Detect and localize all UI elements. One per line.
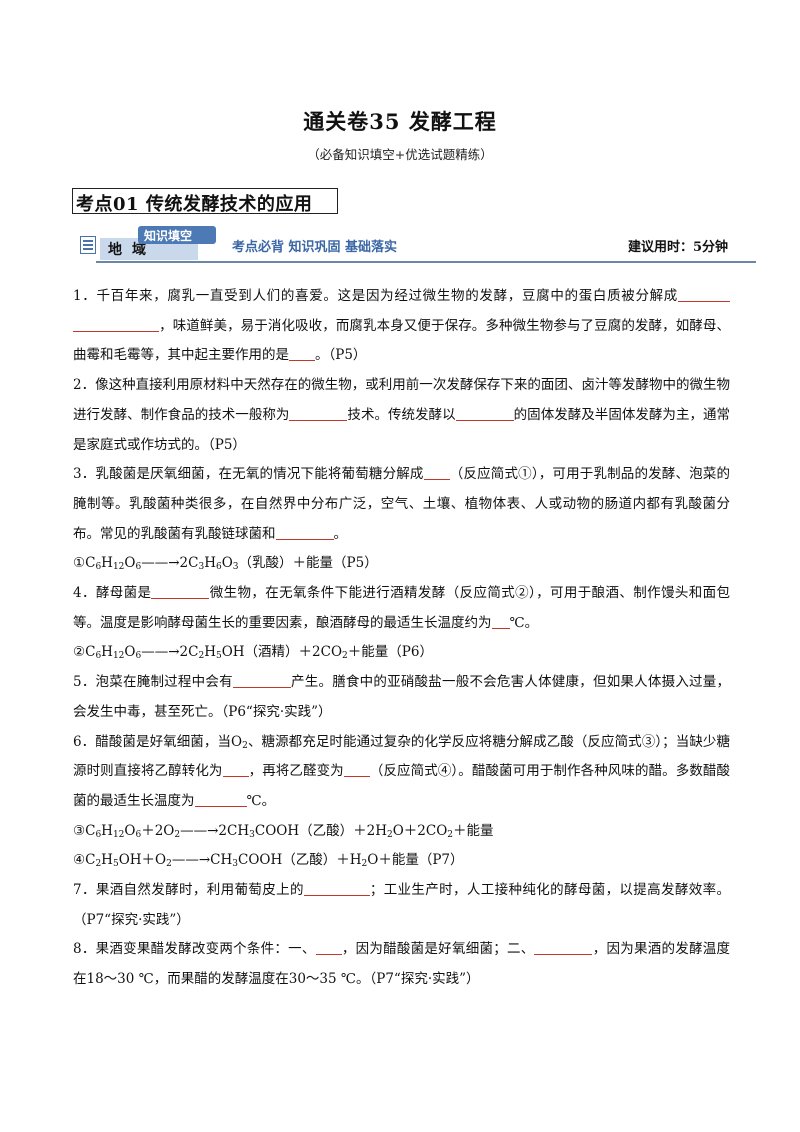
formula-4: ④C2H5OH＋O2——→CH3COOH（乙酸）＋H2O＋能量（P7） xyxy=(73,852,464,870)
answer-blank[interactable] xyxy=(73,319,159,332)
question-5: 5．泡菜在腌制过程中会有产生。膳食中的亚硝酸盐一般不会危害人体健康，但如果人体摄… xyxy=(73,674,731,720)
formula-1: ①C6H12O6——→2C3H6O3（乳酸）＋能量（P5） xyxy=(73,555,378,573)
answer-blank[interactable] xyxy=(455,408,514,421)
question-3: 3．乳酸菌是厌氧细菌，在无氧的情况下能将葡萄糖分解成（反应简式①），可用于乳制品… xyxy=(73,466,731,542)
answer-blank[interactable] xyxy=(303,883,370,897)
banner-rule xyxy=(96,261,756,263)
banner-tag-light: 知识填空 xyxy=(138,226,216,244)
section-heading-box: 考点01 传统发酵技术的应用 xyxy=(72,188,338,215)
answer-blank[interactable] xyxy=(275,527,334,540)
question-list: 1．千百年来，腐乳一直受到人们的喜爱。这是因为经过微生物的发酵，豆腐中的蛋白质被… xyxy=(73,282,730,995)
banner-tag-dark-label: 地域 xyxy=(108,242,156,258)
suggested-time: 建议用时：5分钟 xyxy=(627,240,728,255)
answer-blank[interactable] xyxy=(289,348,315,362)
question-6: 6．醋酸菌是好氧细菌，当O2、糖源都充足时能通过复杂的化学反应将糖分解成乙酸（反… xyxy=(73,733,731,809)
answer-blank[interactable] xyxy=(289,408,348,421)
formula-3: ③C6H12O6＋2O2——→2CH3COOH（乙酸）＋2H2O＋2CO2＋能量 xyxy=(73,822,494,840)
document-subtitle: （必备知识填空+优选试题精练） xyxy=(307,147,493,162)
question-7: 7．果酒自然发酵时，利用葡萄皮上的；工业生产时，人工接种纯化的酵母菌，以提高发酵… xyxy=(73,882,730,928)
answer-blank[interactable] xyxy=(315,942,342,956)
question-4: 4．酵母菌是微生物，在无氧条件下能进行酒精发酵（反应简式②），可用于酿酒、制作馒… xyxy=(73,585,731,631)
answer-blank[interactable] xyxy=(232,675,291,689)
answer-blank[interactable] xyxy=(678,289,730,302)
question-2: 2．像这种直接利用原材料中天然存在的微生物，或利用前一次发酵保存下来的面团、卤汁… xyxy=(73,377,731,453)
document-title: 通关卷35 发酵工程 xyxy=(303,109,497,134)
book-icon xyxy=(80,236,96,254)
question-8: 8．果酒变果醋发酵改变两个条件：一、，因为醋酸菌是好氧细菌；二、，因为果酒的发酵… xyxy=(73,941,731,988)
banner-tag-light-label: 知识填空 xyxy=(144,229,193,243)
section-heading: 考点01 传统发酵技术的应用 xyxy=(76,194,313,215)
answer-blank[interactable] xyxy=(534,942,593,956)
answer-blank[interactable] xyxy=(491,616,510,629)
answer-blank[interactable] xyxy=(222,764,249,778)
answer-blank[interactable] xyxy=(151,586,210,600)
banner-slogan: 考点必背 知识巩固 基础落实 xyxy=(232,240,398,255)
answer-blank[interactable] xyxy=(343,764,370,778)
question-1: 1．千百年来，腐乳一直受到人们的喜爱。这是因为经过微生物的发酵，豆腐中的蛋白质被… xyxy=(73,288,730,364)
answer-blank[interactable] xyxy=(194,794,247,807)
answer-blank[interactable] xyxy=(423,467,450,481)
section-banner: 地域 知识填空 考点必背 知识巩固 基础落实 建议用时：5分钟 xyxy=(72,226,756,266)
formula-2: ②C6H12O6——→2C2H5OH（酒精）＋2CO2＋能量（P6） xyxy=(73,644,433,662)
